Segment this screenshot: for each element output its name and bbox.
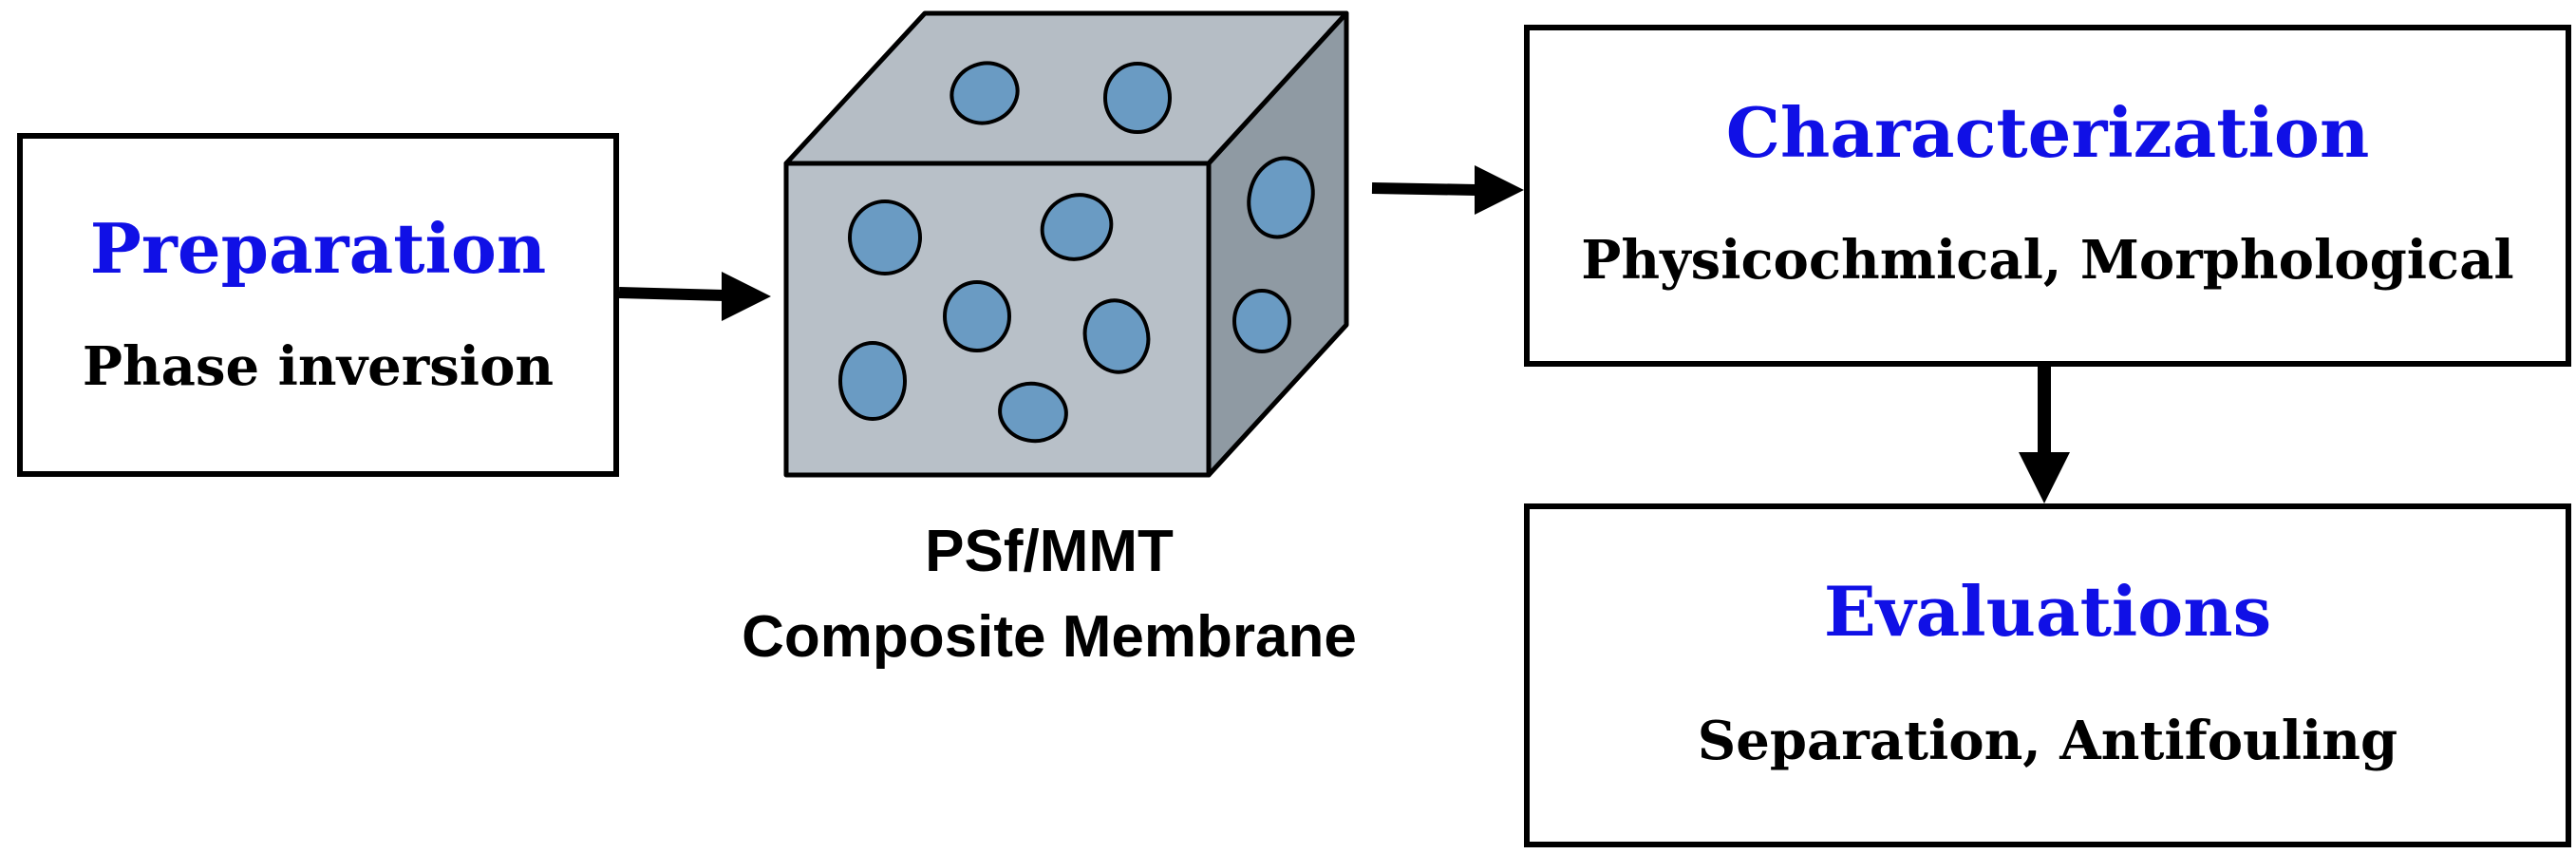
particle bbox=[998, 381, 1068, 444]
particle bbox=[848, 199, 922, 275]
membrane-caption-line1: PSf/MMT bbox=[925, 519, 1174, 584]
evaluations-box: Evaluations Separation, Antifouling bbox=[1524, 503, 2571, 847]
particle bbox=[838, 341, 907, 421]
particle bbox=[1103, 62, 1172, 134]
characterization-subtitle: Physicochmical, Morphological bbox=[1581, 229, 2514, 292]
evaluations-subtitle: Separation, Antifouling bbox=[1697, 710, 2398, 772]
particle bbox=[1040, 193, 1114, 261]
arrow-membrane-to-characterization bbox=[1371, 165, 1524, 215]
preparation-title: Preparation bbox=[89, 208, 547, 289]
particle bbox=[1247, 156, 1315, 239]
flow-arrows bbox=[618, 165, 2070, 503]
particle bbox=[1082, 298, 1151, 374]
characterization-title: Characterization bbox=[1725, 92, 2370, 173]
arrow-prep-to-membrane bbox=[618, 272, 771, 321]
particle bbox=[943, 280, 1011, 352]
particle bbox=[950, 61, 1020, 125]
preparation-box: Preparation Phase inversion bbox=[17, 133, 619, 477]
arrow-characterization-to-evaluations bbox=[2019, 367, 2070, 503]
clay-particles bbox=[838, 61, 1315, 444]
preparation-subtitle: Phase inversion bbox=[82, 335, 555, 398]
membrane-caption-line2: Composite Membrane bbox=[742, 604, 1357, 670]
characterization-box: Characterization Physicochmical, Morphol… bbox=[1524, 25, 2571, 367]
particle bbox=[1232, 289, 1291, 353]
evaluations-title: Evaluations bbox=[1823, 571, 2272, 652]
